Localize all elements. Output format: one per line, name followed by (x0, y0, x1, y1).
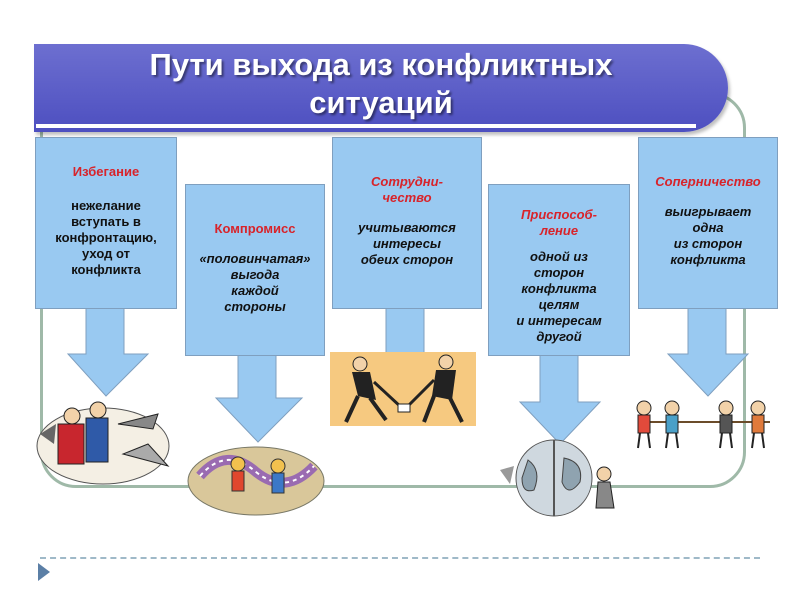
text-accommodation-5: и интересам (516, 313, 602, 328)
slide-title: Пути выхода из конфликтных ситуаций (34, 46, 728, 122)
text-competition-1: выигрывает (664, 204, 752, 219)
title-banner (34, 44, 728, 132)
heading-avoidance: Избегание (72, 164, 140, 179)
arrow-compromise (214, 354, 304, 443)
next-slide-arrow-icon[interactable] (38, 563, 50, 581)
heading-competition: Соперничество (655, 174, 761, 189)
text-compromise-4: стороны (224, 299, 286, 314)
heading-cooperation-1: Сотрудни- (371, 174, 443, 189)
arrow-competition (666, 306, 750, 397)
compromise-clipart (187, 446, 325, 516)
text-accommodation-4: целям (538, 297, 580, 312)
box-cooperation: Сотрудни- чество учитываются интересы об… (332, 137, 482, 309)
text-accommodation-6: другой (536, 329, 582, 344)
text-avoidance-1: нежелание (71, 198, 141, 213)
arrow-avoidance (66, 306, 150, 397)
accommodation-clipart (500, 439, 615, 517)
avoidance-clipart (36, 401, 170, 485)
text-avoidance-5: конфликта (71, 262, 141, 277)
heading-compromise: Компромисс (214, 221, 296, 236)
text-compromise-3: каждой (231, 283, 279, 298)
box-compromise: Компромисс «половинчатая» выгода каждой … (185, 184, 325, 356)
heading-cooperation-2: чество (382, 190, 432, 205)
text-competition-3: из сторон (673, 236, 743, 251)
text-avoidance-4: уход от (82, 246, 130, 261)
title-line-1: Пути выхода из конфликтных (149, 47, 613, 82)
text-cooperation-3: обеих сторон (360, 252, 454, 267)
title-underline (36, 124, 696, 128)
text-accommodation-1: одной из (530, 249, 588, 264)
text-competition-2: одна (692, 220, 724, 235)
text-cooperation-2: интересы (372, 236, 442, 251)
text-compromise-2: выгода (230, 267, 280, 282)
text-avoidance-2: вступать в (71, 214, 141, 229)
box-competition: Соперничество выигрывает одна из сторон … (638, 137, 778, 309)
text-compromise-1: «половинчатая» (199, 251, 311, 266)
box-avoidance: Избегание нежелание вступать в конфронта… (35, 137, 177, 309)
footer-divider (40, 557, 760, 559)
text-cooperation-1: учитываются (358, 220, 456, 235)
box-accommodation: Приспособ- ление одной из сторон конфлик… (488, 184, 630, 356)
heading-accommodation-1: Приспособ- (521, 207, 597, 222)
text-competition-4: конфликта (670, 252, 746, 267)
arrow-accommodation (518, 354, 602, 445)
text-avoidance-3: конфронтацию, (55, 230, 157, 245)
cooperation-clipart (330, 352, 476, 426)
title-line-2: ситуаций (309, 85, 453, 120)
text-accommodation-3: конфликта (521, 281, 597, 296)
text-accommodation-2: сторон (533, 265, 585, 280)
heading-accommodation-2: ление (539, 223, 579, 238)
competition-clipart (636, 400, 770, 449)
